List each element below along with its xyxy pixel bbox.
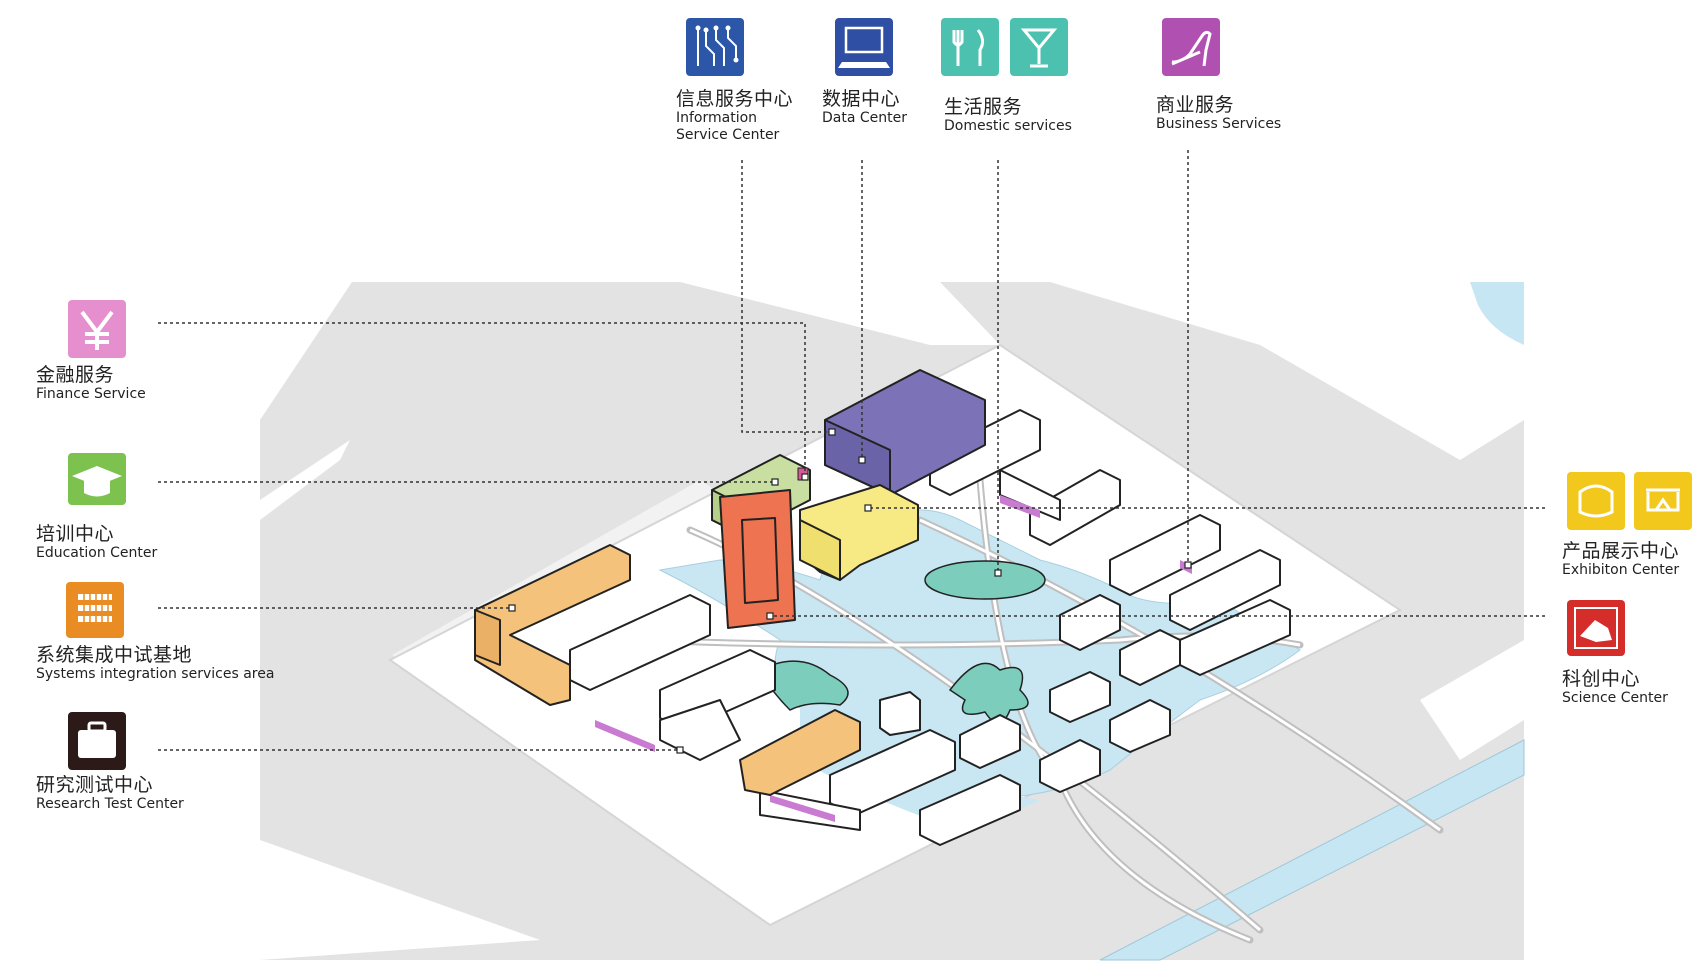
graduation-cap-icon [68, 453, 126, 505]
label-finance: 金融服务 Finance Service [36, 364, 146, 402]
label-research: 研究测试中心 Research Test Center [36, 774, 184, 812]
leader-lines [158, 150, 1545, 751]
label-science: 科创中心 Science Center [1562, 668, 1668, 706]
central-pond [924, 560, 1046, 600]
river-top-right [1470, 282, 1524, 345]
handshake-icon [1567, 600, 1625, 656]
red-building [719, 489, 796, 629]
exhibition-icon [1567, 472, 1692, 530]
label-exhibition: 产品展示中心 Exhibiton Center [1562, 540, 1680, 578]
label-information: 信息服务中心 Information Service Center [676, 88, 794, 143]
label-systems: 系统集成中试基地 Systems integration services ar… [36, 644, 275, 682]
yuan-icon [68, 300, 126, 358]
orange-building-bottom [739, 709, 861, 796]
river-bottom-right [1099, 739, 1525, 961]
orange-building-left [474, 544, 631, 706]
pond-left [758, 660, 849, 711]
briefcase-icon [68, 712, 126, 770]
cocktail-icon [1010, 18, 1068, 76]
label-data-center: 数据中心 Data Center [822, 88, 907, 126]
pond-star [948, 662, 1029, 724]
computer-icon [835, 18, 893, 76]
fork-knife-icon [941, 18, 999, 76]
label-education: 培训中心 Education Center [36, 523, 158, 561]
label-domestic: 生活服务 Domestic services [944, 96, 1072, 134]
chip-icon [66, 582, 124, 638]
circuit-board-icon [686, 18, 744, 76]
white-buildings [569, 409, 1291, 846]
label-business: 商业服务 Business Services [1156, 94, 1282, 132]
high-heel-icon [1162, 18, 1220, 76]
